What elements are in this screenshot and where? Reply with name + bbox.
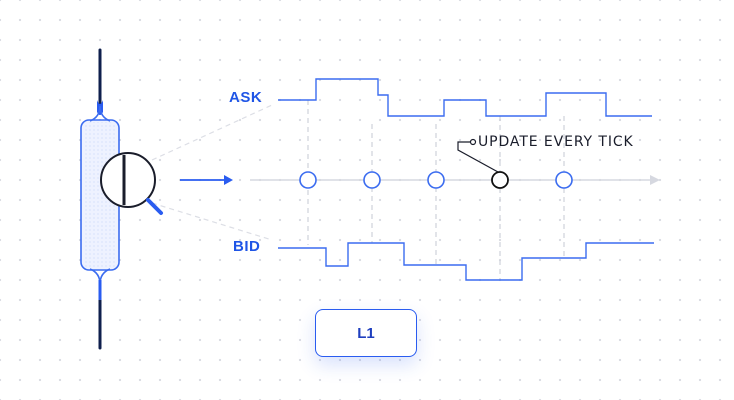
ask-label: ASK [229, 89, 263, 106]
candle-top-joint [89, 105, 111, 122]
tick-marker [363, 171, 381, 189]
level-badge-label: L1 [357, 324, 375, 342]
tick-marker [299, 171, 317, 189]
ask-price-line [278, 78, 652, 117]
timeline-arrowhead [650, 175, 660, 185]
tick-markers [299, 171, 573, 189]
tick-marker [427, 171, 445, 189]
annotation-pointer [457, 138, 499, 173]
timeline [250, 175, 660, 185]
tick-marker [555, 171, 573, 189]
arrow-right-icon [180, 175, 233, 185]
candlestick-icon [80, 48, 120, 350]
bid-label: BID [233, 238, 261, 255]
magnifier-handle [146, 198, 163, 215]
bid-price-line [278, 242, 654, 281]
magnifier-lens [100, 152, 156, 208]
tick-marker-highlighted [491, 171, 509, 189]
zoom-cone-lower [151, 202, 273, 241]
update-every-tick-annotation: UPDATE EVERY TICK [478, 134, 634, 150]
level-badge: L1 [315, 309, 417, 357]
candle-body-texture [83, 122, 117, 268]
tick-guides [307, 100, 565, 280]
zoom-cone-upper [151, 104, 273, 161]
magnifier-icon [100, 152, 163, 215]
